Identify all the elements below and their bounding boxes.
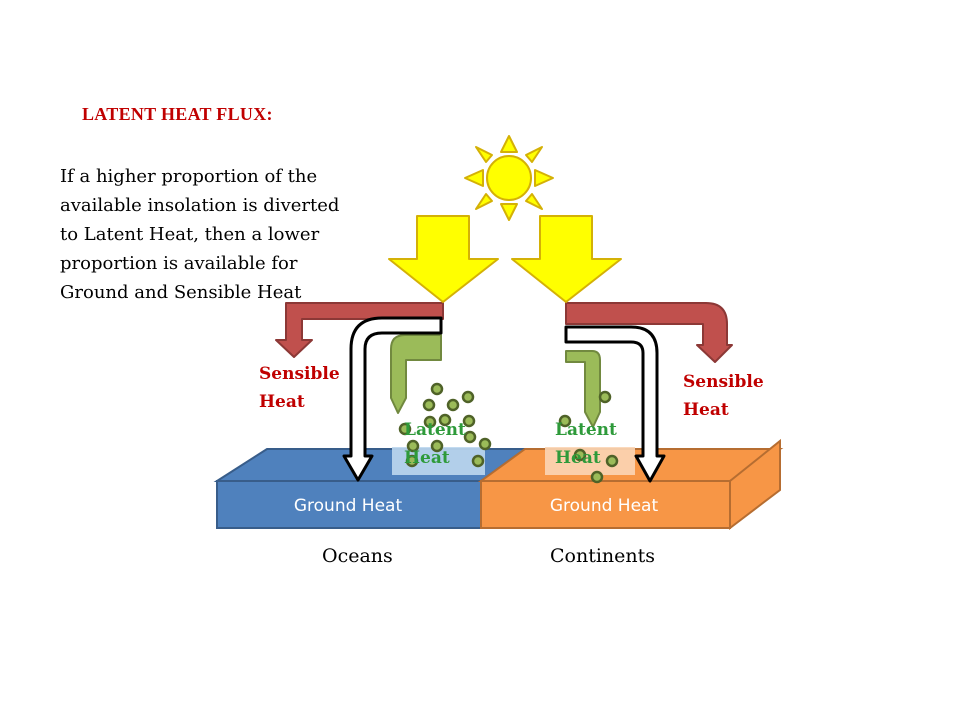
continent-block bbox=[477, 438, 784, 531]
ground-heat-continent-label: Ground Heat bbox=[550, 496, 659, 516]
sensible-heat-left-label: Sensible Heat bbox=[259, 360, 340, 416]
ground-heat-continent-arrow bbox=[564, 325, 666, 483]
latent-continent-highlight bbox=[545, 447, 635, 475]
latent-heat-right-arrow bbox=[565, 350, 601, 428]
insolation-left-arrow bbox=[388, 215, 499, 303]
slide-title: LATENT HEAT FLUX: bbox=[82, 104, 273, 124]
latent-heat-left-line2: Heat bbox=[404, 448, 450, 468]
latent-heat-left-line1: Latent bbox=[404, 420, 466, 440]
vapour-bubbles-right bbox=[558, 390, 619, 484]
sun-icon bbox=[464, 135, 554, 221]
latent-heat-left-label: Latent Heat bbox=[404, 416, 466, 472]
insolation-right-arrow bbox=[511, 215, 622, 303]
ground-heat-ocean-arrow bbox=[342, 316, 443, 482]
latent-heat-right-label: Latent Heat bbox=[555, 416, 617, 472]
sensible-heat-right-arrow bbox=[565, 302, 733, 363]
oceans-caption: Oceans bbox=[322, 545, 393, 567]
vapour-bubbles-left bbox=[398, 382, 492, 468]
latent-heat-right-line1: Latent bbox=[555, 420, 617, 440]
latent-heat-left-arrow bbox=[390, 334, 442, 414]
sensible-heat-right-line1: Sensible bbox=[683, 372, 764, 392]
ground-heat-ocean-label: Ground Heat bbox=[294, 496, 403, 516]
sensible-heat-right-line2: Heat bbox=[683, 400, 729, 420]
sensible-heat-left-line2: Heat bbox=[259, 392, 305, 412]
explanation-text: If a higher proportion of the available … bbox=[60, 166, 340, 303]
continents-caption: Continents bbox=[550, 545, 656, 567]
latent-heat-right-line2: Heat bbox=[555, 448, 601, 468]
sensible-heat-left-line1: Sensible bbox=[259, 364, 340, 384]
sensible-heat-right-label: Sensible Heat bbox=[683, 368, 764, 424]
